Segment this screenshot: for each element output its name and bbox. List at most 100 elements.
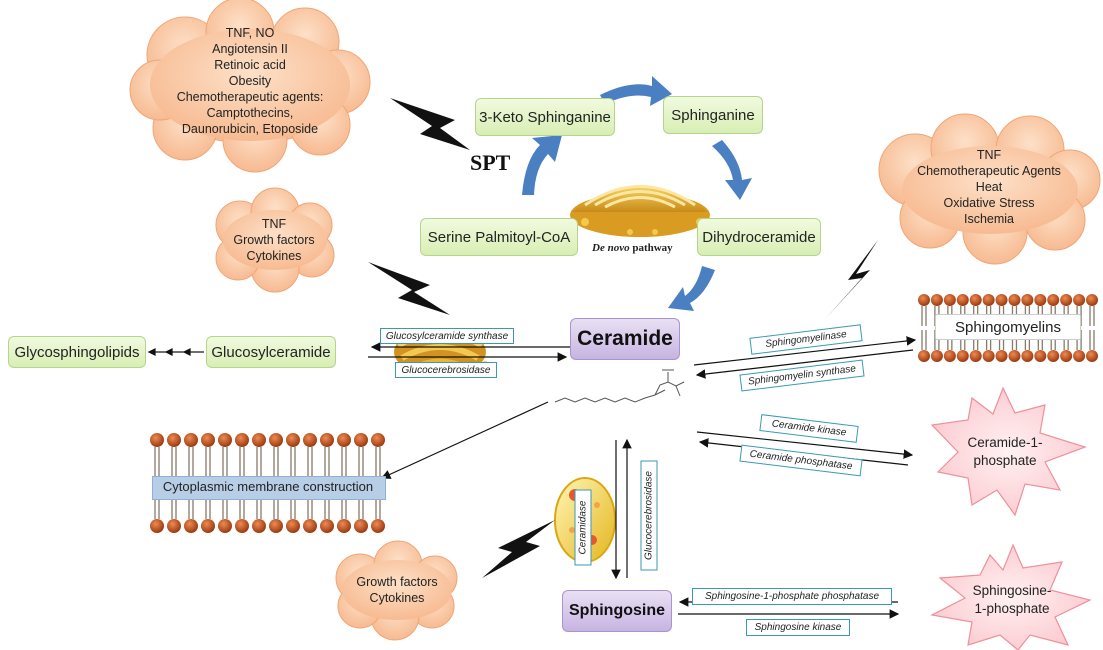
star-c1p — [930, 386, 1087, 517]
stimulus-line: Camptothecins, — [206, 106, 294, 120]
lipid-head — [1073, 294, 1086, 306]
lipid-head — [1086, 350, 1098, 362]
membrane-label: Cytoplasmic membrane construction — [162, 479, 374, 494]
lipid-head — [930, 350, 943, 362]
lipid-head — [930, 294, 943, 306]
membrane-label-band — [152, 476, 386, 500]
node-ceramide-1-phosphate: Ceramide-1- phosphate — [967, 435, 1043, 468]
lipid-head — [1047, 350, 1060, 362]
lipid-head — [1021, 350, 1034, 362]
lipid-head — [1060, 294, 1073, 306]
lipid-head — [1008, 294, 1021, 306]
stimulus-line: Growth factors — [233, 233, 315, 247]
node-ceramide: Ceramide — [570, 318, 680, 360]
lipid-head — [995, 294, 1008, 306]
ceramide-structure-icon — [554, 369, 685, 403]
lipid-head — [201, 433, 215, 447]
de-novo-pathway-label: De novo pathway — [592, 242, 673, 254]
lipid-head — [337, 433, 351, 447]
lipid-head — [320, 519, 334, 533]
stimulus-line: Retinoic acid — [214, 58, 286, 72]
lipid-head — [956, 350, 969, 362]
lipid-head — [956, 294, 969, 306]
lipid-head — [303, 433, 317, 447]
node-sphinganine: Sphinganine — [663, 96, 763, 134]
sphingomyelins-node: Sphingomyelins — [935, 314, 1081, 340]
lipid-head — [371, 519, 385, 533]
lipid-head — [918, 294, 930, 306]
stimulus-line: Cytokines — [246, 249, 302, 263]
lipid-head — [995, 350, 1008, 362]
small-arrows — [147, 348, 204, 356]
lipid-head — [269, 519, 283, 533]
cloud-mid-left — [215, 187, 335, 293]
er-organelle — [570, 185, 710, 237]
node-serine-palmitoyl-coa: Serine Palmitoyl-CoA — [420, 218, 578, 256]
node-3-keto-sphinganine: 3-Keto Sphinganine — [475, 98, 615, 136]
lipid-head — [218, 433, 232, 447]
lipid-head — [252, 433, 266, 447]
lipid-head — [235, 433, 249, 447]
enzyme-ceramidase: Ceramidase — [574, 489, 592, 566]
star-s1p — [930, 543, 1092, 650]
lipid-head — [982, 350, 995, 362]
lipid-head — [969, 350, 982, 362]
lipid-head — [269, 433, 283, 447]
lipid-head — [969, 294, 982, 306]
lipid-head — [235, 519, 249, 533]
cycle-arrows — [522, 76, 752, 311]
lightning-bolts — [368, 98, 878, 578]
lipid-head — [1021, 294, 1034, 306]
de-novo-rest: pathway — [629, 242, 673, 254]
lipid-head — [286, 433, 300, 447]
lipid-head — [150, 433, 164, 447]
lipid-head — [1060, 350, 1073, 362]
lipid-head — [201, 519, 215, 533]
enzyme-glucocerebrosidase-vertical: Glucocerebrosidase — [640, 460, 658, 571]
stimulus-line: Angiotensin II — [212, 42, 288, 56]
stimulus-line: Ischemia — [963, 212, 1015, 226]
lipid-head — [303, 519, 317, 533]
lipid-head — [354, 433, 368, 447]
lipid-head — [286, 519, 300, 533]
cloud-right — [878, 113, 1101, 265]
lipid-head — [1034, 294, 1047, 306]
lipid-head — [371, 433, 385, 447]
node-glucosylceramide: Glucosylceramide — [206, 336, 336, 368]
stimulus-line: Oxidative Stress — [943, 196, 1035, 210]
lipid-head — [1008, 350, 1021, 362]
stimulus-line: Heat — [975, 180, 1003, 194]
lipid-head — [320, 433, 334, 447]
lipid-head — [337, 519, 351, 533]
node-glycosphingolipids: Glycosphingolipids — [8, 336, 146, 368]
enzyme-glucosylceramide-synthase: Glucosylceramide synthase — [380, 328, 514, 344]
stimulus-line: Chemotherapeutic Agents — [917, 164, 1061, 178]
stimulus-line: TNF — [976, 148, 1002, 162]
lipid-head — [167, 519, 181, 533]
lipid-head — [918, 350, 930, 362]
node-sphingosine-1-phosphate: Sphingosine- 1-phosphate — [972, 583, 1052, 616]
lipid-head — [1073, 350, 1086, 362]
lipid-head — [167, 433, 181, 447]
lipid-head — [1034, 350, 1047, 362]
enzyme-glucocerebrosidase-left: Glucocerebrosidase — [395, 362, 497, 378]
lipid-head — [252, 519, 266, 533]
enzyme-s1p-phosphatase: Sphingosine-1-phosphate phosphatase — [692, 588, 892, 605]
lipid-head — [982, 294, 995, 306]
stimulus-line: TNF, NO — [225, 26, 275, 40]
lipid-head — [1047, 294, 1060, 306]
spt-label: SPT — [470, 150, 511, 175]
enzyme-sphingosine-kinase: Sphingosine kinase — [746, 619, 850, 636]
stimulus-line: Daunorubicin, Etoposide — [181, 122, 319, 136]
stimulus-line: Obesity — [228, 74, 272, 88]
lipid-head — [184, 519, 198, 533]
de-novo-italic: De novo — [592, 242, 630, 254]
lipid-head — [218, 519, 232, 533]
node-sphingosine: Sphingosine — [562, 590, 672, 632]
cloud-top-left — [129, 0, 371, 173]
lipid-head — [150, 519, 164, 533]
